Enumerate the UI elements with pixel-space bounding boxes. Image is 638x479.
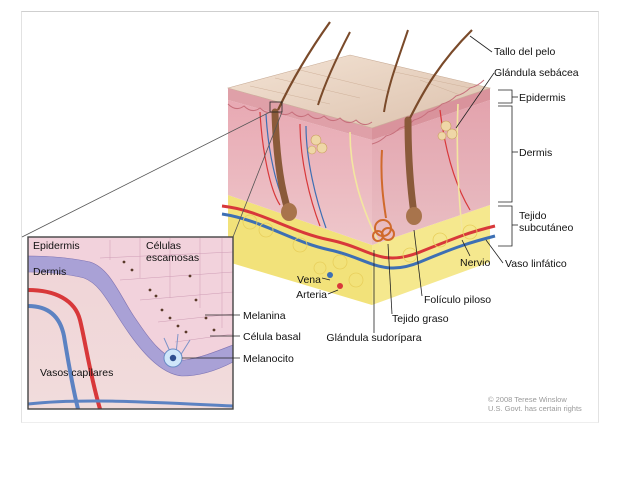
label-hair-shaft: Tallo del pelo: [494, 46, 555, 58]
label-subcutaneous-1: Tejido: [519, 210, 547, 222]
inset-capillary-bottom: [27, 399, 234, 408]
label-epidermis: Epidermis: [519, 92, 566, 104]
inset-label-melanin: Melanina: [243, 310, 286, 322]
inset-labels: Epidermis Células escamosas Dermis Melan…: [33, 240, 301, 379]
label-nerve: Nervio: [460, 257, 491, 269]
hair-follicle-1: [271, 108, 292, 214]
credit-line-2: U.S. Govt. has certain rights: [488, 404, 582, 413]
layer-brackets: [498, 89, 513, 247]
hair-shaft-3: [383, 29, 409, 113]
credit-line-1: © 2008 Terese Winslow: [488, 395, 567, 404]
papillae-line-side: [371, 79, 485, 145]
inset-detail: [27, 236, 240, 410]
inset-capillary-red: [27, 288, 102, 410]
label-dermis: Dermis: [519, 147, 552, 159]
squamous-cells: [99, 238, 234, 343]
hair-bulb-2: [406, 207, 422, 225]
inset-label-squamous-2: escamosas: [146, 252, 199, 264]
figure-frame: [21, 11, 599, 423]
label-lymph-vessel: Vaso linfático: [505, 258, 567, 270]
credit: © 2008 Terese Winslow U.S. Govt. has cer…: [488, 395, 582, 413]
hair-follicle-2: [404, 116, 418, 218]
label-vein: Vena: [297, 274, 321, 286]
epidermis-front: [228, 88, 372, 140]
label-subcutaneous-2: subcutáneo: [519, 222, 573, 234]
artery-end: [337, 283, 343, 289]
capillary-loops: [259, 109, 471, 227]
sebaceous-gland-2: [437, 120, 458, 141]
label-hair-follicle: Folículo piloso: [424, 294, 491, 306]
inset-label-squamous-1: Células: [146, 240, 181, 252]
skin-surface: [226, 54, 492, 129]
label-artery: Arteria: [296, 289, 327, 301]
melanin-granules: [122, 260, 216, 334]
inset-label-basal-cell: Célula basal: [243, 331, 301, 343]
label-sweat-gland: Glándula sudorípara: [326, 332, 421, 344]
vein-end: [327, 272, 333, 278]
sebaceous-gland-1: [307, 134, 328, 155]
zoom-marker: [269, 101, 283, 113]
hair-shaft-4: [409, 29, 473, 119]
dermis-front: [228, 100, 372, 245]
inset-capillary-blue: [27, 304, 80, 410]
papillae-line-front: [227, 103, 373, 126]
hair-shaft-2: [317, 31, 351, 106]
inset-label-melanocyte: Melanocito: [243, 353, 294, 365]
inset-border: [27, 236, 234, 410]
sweat-gland: [372, 149, 395, 242]
label-sebaceous-gland: Glándula sebácea: [494, 67, 579, 79]
skin-block: [221, 21, 496, 305]
label-fat-tissue: Tejido graso: [392, 313, 449, 325]
zoom-lines: [21, 111, 283, 238]
leader-lines: [321, 35, 518, 333]
inset-label-epidermis: Epidermis: [33, 240, 80, 252]
subcutaneous-fat-side: [372, 205, 490, 305]
epidermis-side: [372, 88, 490, 140]
inset-label-dermis: Dermis: [33, 266, 66, 278]
block-vein: [221, 212, 496, 270]
main-labels: Tallo del pelo Glándula sebácea Epidermi…: [296, 46, 579, 344]
hair-shaft-1: [277, 21, 331, 111]
inset-label-capillaries: Vasos capilares: [40, 367, 113, 379]
subcutaneous-fat-front: [228, 195, 372, 305]
surface-texture: [249, 69, 471, 105]
hair-bulb-1: [281, 203, 297, 221]
block-artery: [221, 204, 496, 260]
inset-leaders: [182, 314, 240, 359]
melanocyte-cell: [163, 333, 191, 368]
